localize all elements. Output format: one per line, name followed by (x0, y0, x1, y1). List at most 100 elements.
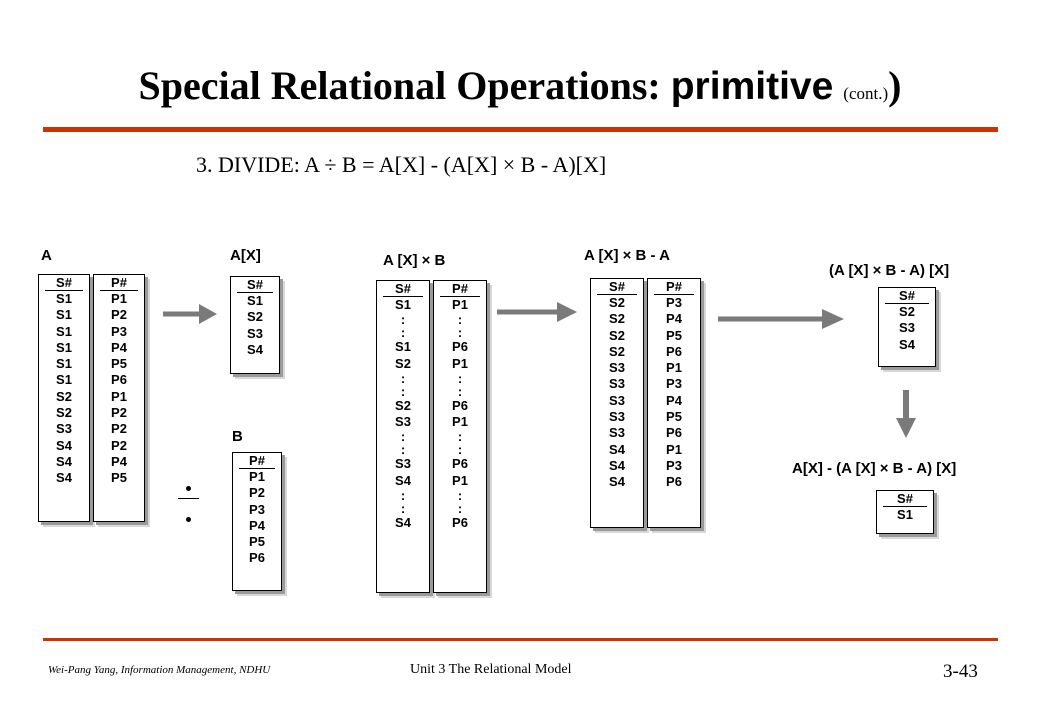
table-cell: S3 (609, 409, 625, 425)
table-cell: P6 (666, 343, 682, 359)
footer-unit: Unit 3 The Relational Model (410, 662, 572, 677)
table-cell: : (457, 370, 463, 386)
table-cell: P6 (666, 474, 682, 490)
table-cell: P6 (452, 397, 468, 413)
table-cell: : (400, 312, 406, 328)
table-cell: : (457, 488, 463, 504)
table-cell: P2 (111, 307, 127, 323)
table-cell: P4 (249, 517, 265, 533)
table-cell: : (457, 442, 463, 458)
table-cell: S3 (899, 320, 915, 336)
table-cell: S4 (247, 341, 263, 357)
table-cell: S2 (609, 327, 625, 343)
table-cell: S3 (609, 376, 625, 392)
table-cell: S4 (609, 441, 625, 457)
table-cell: S1 (395, 339, 411, 355)
table-cell: S4 (395, 515, 411, 531)
table-cell: S1 (395, 297, 411, 312)
label-axxb: A [X] × B (383, 252, 446, 269)
title-main: Special Relational Operations: (138, 63, 671, 108)
column-header: P# (239, 453, 275, 469)
label-axxb-minus-a: A [X] × B - A (584, 247, 670, 264)
table-cell: S4 (56, 453, 72, 469)
table-cell: S1 (56, 323, 72, 339)
table-cell: S2 (395, 355, 411, 371)
table-cell: P6 (249, 550, 265, 566)
table-a-s-column: S# S1 S1 S1 S1 S1 S1 S2 S2 S3 S4 S4 S4 (38, 274, 90, 522)
table-cell: P1 (452, 414, 468, 430)
column-header: S# (883, 491, 927, 507)
table-cell: S3 (56, 421, 72, 437)
column-header: P# (440, 281, 480, 297)
table-cell: S2 (56, 405, 72, 421)
table-cell: S4 (609, 474, 625, 490)
label-b: B (232, 428, 243, 445)
table-cell: P4 (111, 453, 127, 469)
table-cell: P5 (666, 327, 682, 343)
table-cell: S1 (56, 307, 72, 323)
table-axxb-minus-a-p-column: P# P3 P4 P5 P6 P1 P3 P4 P5 P6 P1 P3 P6 (647, 278, 701, 528)
table-cell: S2 (609, 295, 625, 310)
table-cell: S4 (899, 336, 915, 352)
column-header: S# (885, 288, 929, 304)
table-cell: : (457, 429, 463, 445)
table-cell: P3 (111, 323, 127, 339)
table-cell: P6 (452, 456, 468, 472)
table-cell: S1 (247, 293, 263, 308)
slide-title: Special Relational Operations: primitive… (0, 62, 1040, 109)
table-axxb-s-column: S# S1 : : S1 S2 : : S2 S3 : : S3 S4 : : … (376, 280, 430, 593)
table-cell: P5 (111, 356, 127, 372)
table-cell: S4 (56, 437, 72, 453)
table-cell: : (457, 325, 463, 341)
table-cell: P6 (452, 515, 468, 531)
table-cell: P4 (111, 339, 127, 355)
table-cell: S1 (56, 339, 72, 355)
table-cell: P3 (666, 295, 682, 310)
arrow-down-icon (896, 390, 916, 438)
table-cell: S1 (897, 507, 913, 522)
table-cell: : (457, 383, 463, 399)
title-primitive: primitive (670, 65, 834, 108)
table-cell: S3 (609, 392, 625, 408)
table-cell: : (400, 370, 406, 386)
table-cell: : (400, 383, 406, 399)
table-cell: P2 (111, 405, 127, 421)
table-cell: P1 (452, 472, 468, 488)
label-result: A[X] - (A [X] × B - A) [X] (792, 460, 957, 477)
table-cell: : (400, 501, 406, 517)
table-cell: S1 (56, 356, 72, 372)
table-cell: : (400, 325, 406, 341)
table-cell: P5 (249, 534, 265, 550)
table-cell: S3 (395, 414, 411, 430)
table-ax-s-column: S# S1 S2 S3 S4 (230, 276, 280, 374)
table-cell: S2 (899, 304, 915, 319)
table-cell: S2 (56, 388, 72, 404)
divide-symbol (176, 486, 206, 526)
table-cell: S3 (395, 456, 411, 472)
arrow-right-icon (718, 309, 844, 329)
table-cell: P1 (666, 441, 682, 457)
table-cell: S4 (395, 472, 411, 488)
top-rule (43, 127, 998, 132)
footer-author: Wei-Pang Yang, Information Management, N… (48, 664, 271, 676)
table-cell: : (457, 312, 463, 328)
table-cell: P4 (666, 392, 682, 408)
table-cell: P5 (111, 470, 127, 486)
page-number: 3-43 (943, 661, 978, 682)
table-cell: P4 (666, 311, 682, 327)
table-cell: S4 (609, 457, 625, 473)
table-cell: P1 (452, 297, 468, 312)
table-b-p-column: P# P1 P2 P3 P4 P5 P6 (232, 452, 282, 591)
table-cell: P5 (666, 409, 682, 425)
table-cell: P1 (666, 360, 682, 376)
table-cell: S3 (247, 325, 263, 341)
column-header: S# (597, 279, 637, 295)
label-ax: A[X] (230, 247, 261, 264)
arrow-right-icon (497, 302, 577, 322)
column-header: S# (237, 277, 273, 293)
label-projection: (A [X] × B - A) [X] (829, 262, 950, 279)
table-cell: P3 (249, 501, 265, 517)
divide-formula: 3. DIVIDE: A ÷ B = A[X] - (A[X] × B - A)… (196, 152, 607, 177)
table-cell: S2 (395, 397, 411, 413)
table-cell: P1 (111, 388, 127, 404)
